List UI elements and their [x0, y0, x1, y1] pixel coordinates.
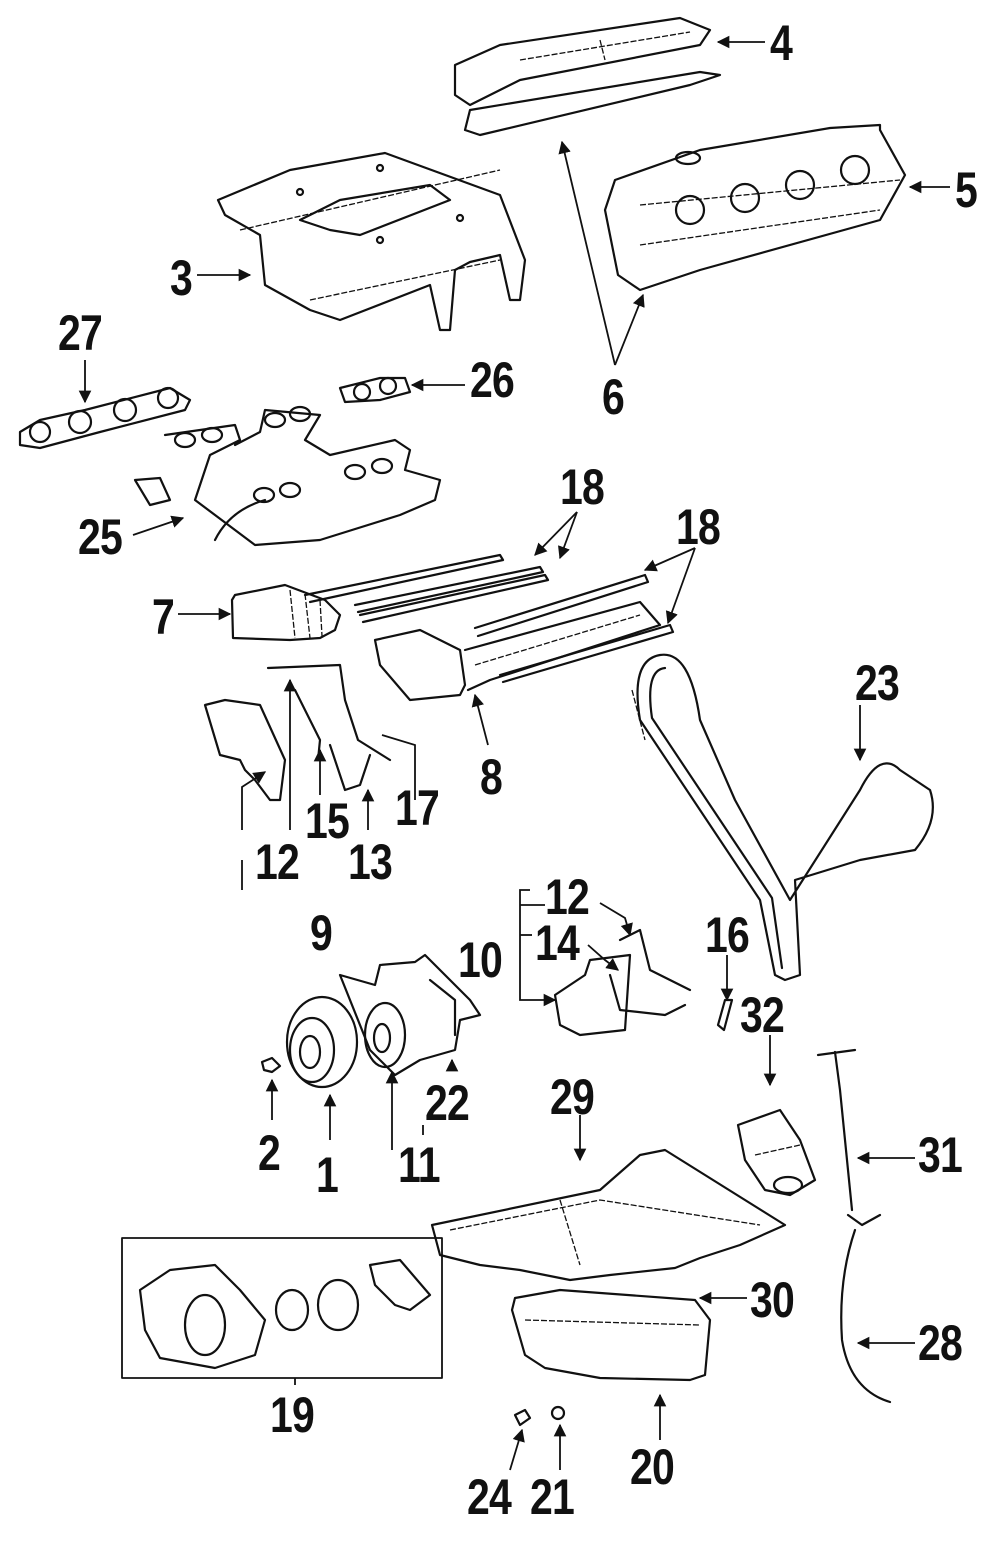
callout-11[interactable]: 11	[398, 1137, 441, 1193]
valve-cover-left-part	[453, 16, 722, 137]
intake-manifold-part	[133, 405, 442, 547]
crankshaft-pulley-part	[285, 995, 359, 1089]
timing-cover-middle-part	[203, 663, 392, 802]
callout-32[interactable]: 32	[740, 987, 785, 1043]
timing-cover-upper-right-part	[373, 600, 662, 702]
callout-6[interactable]: 6	[602, 369, 625, 425]
dipstick-part	[816, 1048, 857, 1212]
callout-10[interactable]: 10	[458, 932, 503, 988]
cover-seals-right-part	[473, 573, 675, 684]
manifold-gasket-right-part	[338, 376, 412, 404]
callout-7[interactable]: 7	[152, 589, 175, 645]
seal-part	[716, 998, 734, 1032]
lower-oil-pan-part	[510, 1288, 712, 1382]
callout-13[interactable]: 13	[348, 834, 393, 890]
callout-5[interactable]: 5	[955, 162, 978, 218]
valve-cover-right-part	[603, 123, 907, 292]
callout-21[interactable]: 25	[78, 509, 123, 565]
cover-seals-left-part	[303, 553, 550, 624]
callout-9[interactable]: 9	[310, 905, 333, 961]
callout-26[interactable]: 20	[630, 1439, 675, 1495]
callout-20[interactable]: 23	[855, 655, 900, 711]
callout-3[interactable]: 3	[170, 250, 193, 306]
callout-30[interactable]: 28	[918, 1315, 963, 1371]
engine-cover-part	[216, 151, 527, 332]
callout-17[interactable]: 17	[395, 780, 440, 836]
drain-plug-part	[513, 1408, 532, 1427]
callout-22[interactable]: 26	[470, 352, 515, 408]
callout-24[interactable]: 19	[270, 1387, 315, 1443]
callout-12-left[interactable]: 12	[255, 834, 300, 890]
leader-lines	[78, 35, 950, 1471]
callout-16[interactable]: 16	[705, 907, 750, 963]
timing-cover-upper-left-part	[230, 583, 342, 642]
callout-25[interactable]: 29	[550, 1069, 595, 1125]
callout-23[interactable]: 27	[58, 305, 103, 361]
callout-8[interactable]: 8	[480, 749, 503, 805]
manifold-gasket-left-part	[18, 386, 192, 450]
callout-31[interactable]: 31	[918, 1127, 963, 1183]
timing-belt-part	[631, 653, 934, 982]
callout-14[interactable]: 14	[535, 915, 580, 971]
callout-4[interactable]: 4	[770, 15, 793, 71]
callout-15[interactable]: 15	[305, 793, 350, 849]
callout-18-left[interactable]: 18	[560, 459, 605, 515]
callout-1[interactable]: 1	[316, 1147, 339, 1203]
oil-filter-part	[736, 1108, 817, 1197]
callout-27[interactable]: 30	[750, 1272, 795, 1328]
dipstick-tube-part	[840, 1213, 892, 1404]
pulley-bolt-part	[260, 1056, 282, 1074]
callout-28[interactable]: 24	[467, 1469, 512, 1525]
drain-plug-gasket-part	[550, 1405, 566, 1421]
callout-19[interactable]: 22	[425, 1075, 470, 1131]
upper-oil-pan-part	[430, 1148, 787, 1282]
timing-cover-lower-part	[338, 953, 482, 1077]
callout-29[interactable]: 21	[530, 1469, 575, 1525]
callout-18-right[interactable]: 18	[676, 499, 721, 555]
callout-12-right[interactable]: 12	[545, 869, 590, 925]
oil-pump-kit-box	[121, 1237, 443, 1385]
callout-2[interactable]: 2	[258, 1125, 281, 1181]
